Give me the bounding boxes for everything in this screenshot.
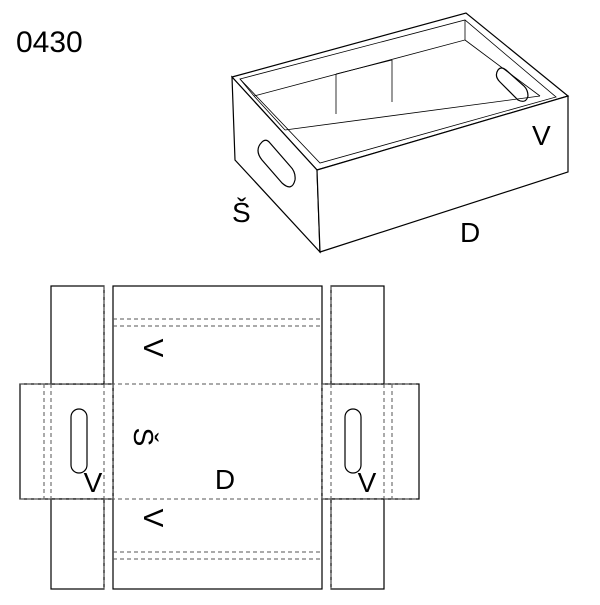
handle-hole-back [495, 67, 529, 102]
net-left-end-panel [19, 383, 114, 500]
net-center-strip [112, 285, 323, 590]
inner-floor-edge [284, 95, 541, 131]
label-width-net: Š [128, 428, 159, 447]
label-length-3d: D [460, 217, 480, 248]
label-height-net-bottom: V [138, 509, 169, 528]
net-left-flap-top [50, 285, 105, 385]
label-height-3d: V [532, 120, 551, 151]
handle-hole-front [257, 139, 296, 188]
box-3d-view: Š D V [230, 12, 570, 254]
label-height-net-left: V [84, 467, 103, 498]
net-left-flap-bottom [50, 498, 105, 590]
net-right-flap-bottom [330, 498, 385, 590]
label-height-net-top: V [138, 339, 169, 358]
net-handle-slot-left [70, 408, 88, 474]
label-height-net-right: V [358, 467, 377, 498]
back-divider-3 [335, 59, 393, 75]
product-code: 0430 [16, 26, 83, 59]
inner-back-wall-base [253, 95, 286, 131]
inner-left-corner [239, 78, 255, 97]
box-unfolded-net: V Š V D V V [19, 285, 420, 590]
box-front-long-wall [316, 95, 569, 253]
net-right-flap-top [330, 285, 385, 385]
net-handle-slot-right [344, 408, 362, 474]
label-width-3d: Š [232, 197, 251, 228]
label-length-net: D [215, 464, 235, 495]
box-rim-inner [239, 19, 557, 164]
